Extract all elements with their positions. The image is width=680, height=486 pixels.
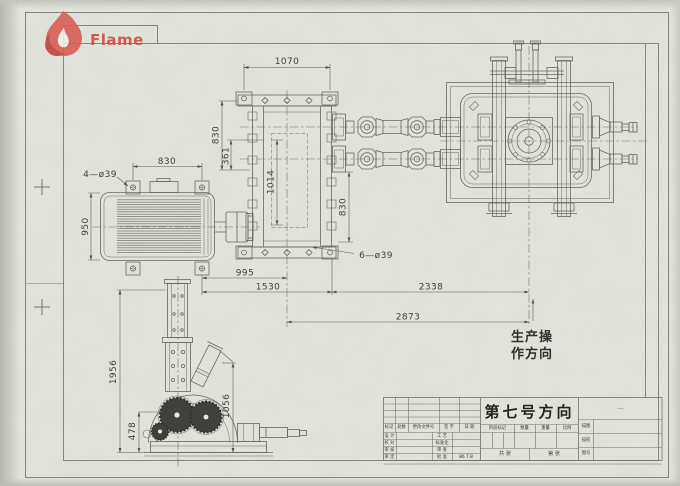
role-approve2: 批 准: [437, 455, 447, 460]
dimensions: [88, 64, 535, 453]
label-sheet-total: 共 张: [498, 451, 512, 457]
title-block-grid: [383, 397, 663, 465]
label-trace-check: 描校: [581, 438, 591, 443]
stamp-note: 86.7.8: [459, 455, 473, 460]
inner-frame: [63, 43, 659, 461]
flame-logo: Flame: [45, 11, 144, 57]
label-scale: 比例: [562, 426, 572, 431]
mill-top-view: [440, 40, 638, 217]
signature-mark: —: [617, 404, 624, 412]
outer-border: [25, 12, 669, 478]
mill-output-shafts: [592, 115, 638, 171]
machine-views: [92, 40, 648, 468]
dim-side-total-height: 1956: [109, 360, 119, 385]
label-drawing-no: 图号: [581, 451, 591, 456]
dim-span-1530: 1530: [256, 283, 281, 293]
dim-side-upper-height: 1056: [222, 394, 232, 419]
centering-marks: [34, 179, 50, 315]
role-process: 工 艺: [437, 434, 447, 439]
role-check: 审 核: [384, 448, 395, 453]
dim-side-shaft-height: 478: [128, 422, 138, 440]
dimension-labels: 1070 830 4—ø39 950 830 361 1014 830 6—ø3…: [81, 57, 443, 440]
centering-mark-upper: [34, 179, 50, 195]
flame-icon-shadow: [45, 33, 64, 57]
dim-gearbox-right-height: 830: [339, 198, 349, 216]
mill-columns: [486, 56, 577, 217]
cardan-shafts: [357, 116, 441, 170]
motor-fins: [117, 198, 201, 255]
base-plate: [144, 441, 273, 457]
label-weight: 重量: [541, 426, 550, 431]
role-standard: 标准化: [435, 441, 449, 446]
mill-input-bosses: [440, 117, 461, 169]
production-direction-note: 生产操 作方向: [511, 329, 573, 363]
role-design: 设 计: [384, 434, 395, 439]
dim-span-2873: 2873: [396, 313, 421, 323]
central-flange: [507, 119, 551, 163]
title-block-drawing-title: 第七号方向: [484, 403, 575, 421]
motor-top-view: [100, 178, 254, 276]
direction-note-line1: 生产操: [511, 330, 554, 345]
gears: [142, 395, 224, 441]
dim-span-995: 995: [236, 269, 254, 279]
housing-corner-tabs: [468, 100, 584, 181]
dim-top-width: 1070: [275, 57, 300, 67]
bearing-blocks: [477, 113, 584, 173]
sheet-borders: [25, 12, 669, 478]
label-stage-mark: 阶段标记: [488, 426, 507, 431]
dim-gearbox-inner-height: 1014: [267, 170, 277, 195]
revision-col-sign: 签 字: [444, 425, 454, 430]
dim-motor-width: 830: [158, 157, 176, 167]
centering-mark-lower: [34, 299, 50, 315]
dim-span-2338: 2338: [419, 283, 444, 293]
role-proof: 校 对: [384, 441, 395, 446]
motor-feet: [125, 180, 210, 276]
revision-col-file: 更改文件号: [412, 425, 435, 430]
top-bracket: [490, 40, 564, 85]
side-elevation-view: [142, 279, 307, 457]
central-block: [505, 117, 553, 165]
label-sheet-number: 第 张: [547, 451, 561, 457]
dim-motor-height: 950: [81, 217, 91, 235]
flame-icon-inner: [57, 27, 69, 48]
revision-col-count: 处数: [397, 425, 406, 430]
role-review: 审 查: [437, 448, 447, 453]
cardan-shaft-upper: [357, 116, 441, 138]
gearbox-top-view: [235, 91, 355, 260]
dim-motor-holes: 4—ø39: [83, 170, 117, 180]
dim-gearbox-offset: 361: [222, 147, 232, 165]
gearbox-bolt-pads: [247, 111, 337, 231]
direction-note-line2: 作方向: [511, 347, 554, 362]
brand-name: Flame: [90, 31, 144, 49]
dim-gearbox-left-height: 830: [212, 126, 222, 144]
revision-col-date: 日 期: [464, 425, 475, 430]
dim-gearbox-holes: 6—ø39: [359, 251, 393, 261]
revision-col-mark: 标记: [384, 425, 394, 430]
feed-chute: [190, 341, 234, 388]
label-quantity: 数量: [520, 426, 529, 431]
motor-shaft: [214, 221, 226, 233]
role-approve1: 审 定: [384, 455, 395, 460]
label-trace: 描图: [581, 424, 591, 429]
cardan-shaft-lower: [357, 148, 441, 170]
